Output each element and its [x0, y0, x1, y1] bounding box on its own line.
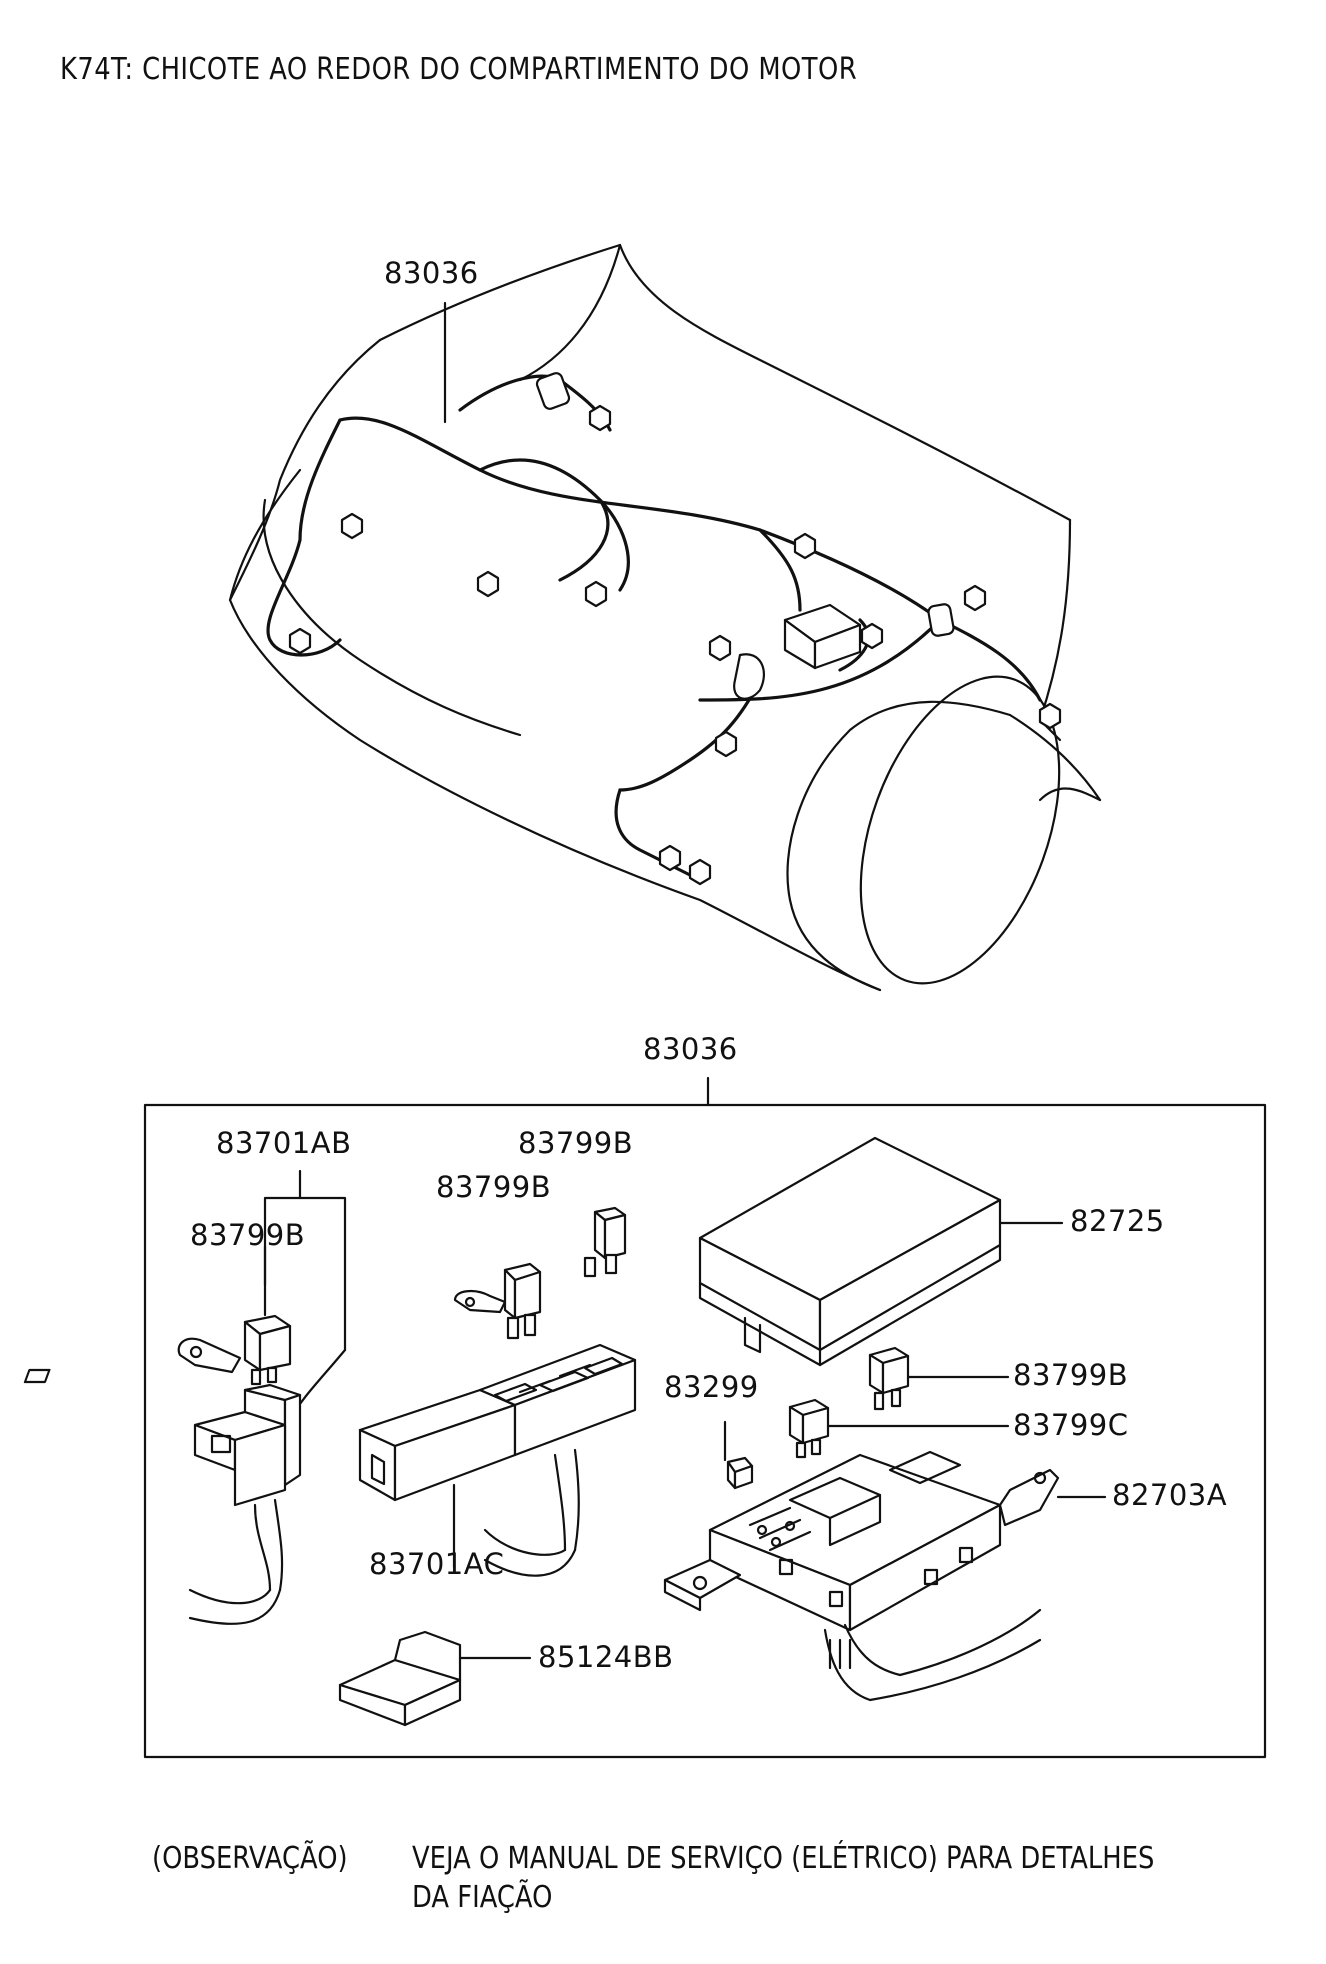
label-83799c: 83799C — [1013, 1408, 1129, 1442]
label-83799b-mid: 83799B — [436, 1170, 552, 1204]
label-83799b-top: 83799B — [518, 1126, 634, 1160]
label-83036-box: 83036 — [643, 1032, 738, 1066]
label-82725: 82725 — [1070, 1204, 1165, 1238]
label-83701ac: 83701AC — [369, 1547, 505, 1581]
diagram-title: K74T: CHICOTE AO REDOR DO COMPARTIMENTO … — [60, 52, 858, 87]
label-85124bb: 85124BB — [538, 1640, 674, 1674]
note-line-1: VEJA O MANUAL DE SERVIÇO (ELÉTRICO) PARA… — [412, 1841, 1155, 1876]
note-prefix: (OBSERVAÇÃO) — [152, 1841, 348, 1876]
label-83299: 83299 — [664, 1370, 759, 1404]
note-line-2: DA FIAÇÃO — [412, 1880, 553, 1915]
label-83799b-right: 83799B — [1013, 1358, 1129, 1392]
engine-compartment-illustration — [228, 243, 1102, 992]
label-83036-top: 83036 — [384, 256, 479, 290]
label-82703a: 82703A — [1112, 1478, 1228, 1512]
detail-box — [23, 1076, 1267, 1759]
label-83701ab: 83701AB — [216, 1126, 352, 1160]
label-83799b-left: 83799B — [190, 1218, 306, 1252]
